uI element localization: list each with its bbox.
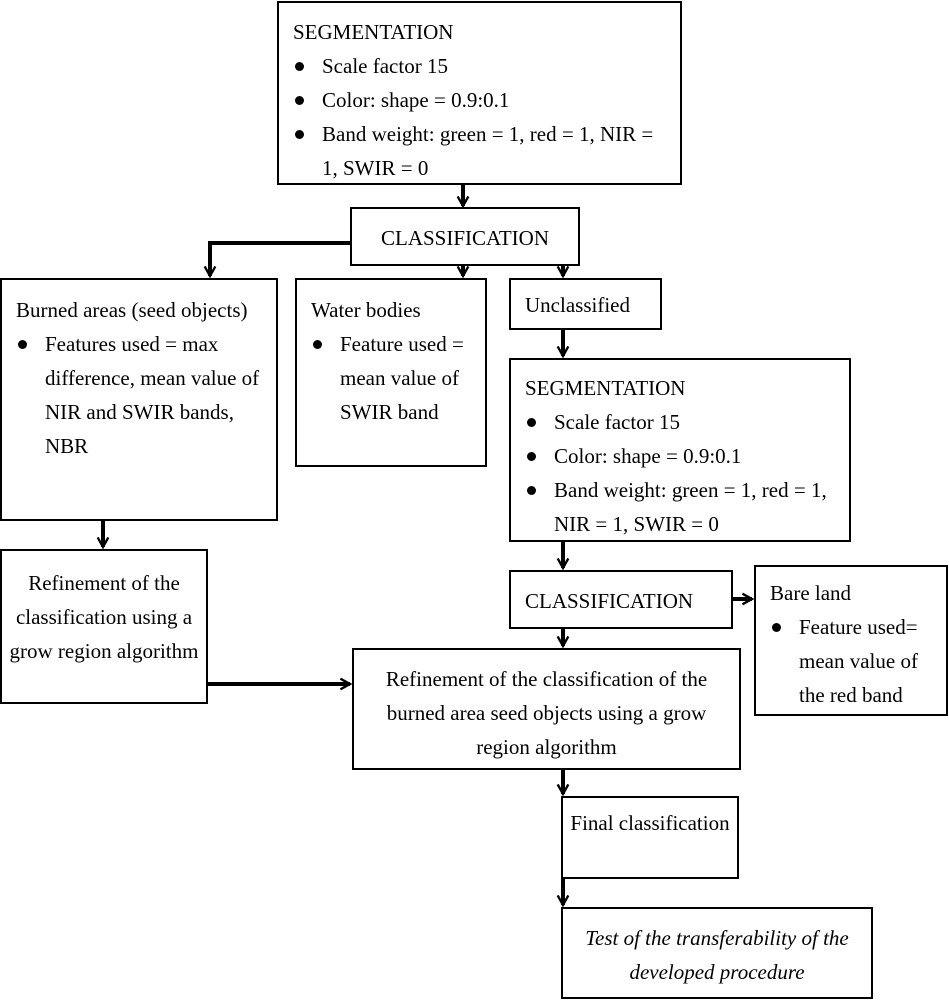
arrow-classification-to-burned-areas <box>210 241 350 276</box>
segmentation-parameter-list: Scale factor 15 Color: shape = 0.9:0.1 B… <box>293 49 668 185</box>
list-item: Scale factor 15 <box>525 405 841 439</box>
final-classification-box: Final classification <box>561 796 739 879</box>
list-item: Features used = max difference, mean val… <box>16 327 266 463</box>
classification-box-1: CLASSIFICATION <box>350 207 580 266</box>
bare-land-box: Bare land Feature used= mean value of th… <box>754 565 948 716</box>
segmentation-parameter-list: Scale factor 15 Color: shape = 0.9:0.1 B… <box>525 405 841 541</box>
water-bodies-box: Water bodies Feature used = mean value o… <box>295 278 487 467</box>
classification-label: CLASSIFICATION <box>380 226 550 250</box>
transferability-test-box: Test of the transferability of the devel… <box>561 907 873 999</box>
water-bodies-title: Water bodies <box>311 298 421 322</box>
burned-areas-feature-list: Features used = max difference, mean val… <box>16 327 266 463</box>
segmentation-title: SEGMENTATION <box>293 20 454 44</box>
classification-box-2: CLASSIFICATION <box>509 570 733 629</box>
bare-land-feature-list: Feature used= mean value of the red band <box>770 610 938 712</box>
refinement-seed-objects-label: Refinement of the classification of the … <box>385 667 708 759</box>
bare-land-title: Bare land <box>770 581 852 605</box>
unclassified-label: Unclassified <box>525 293 630 317</box>
list-item: Band weight: green = 1, red = 1, NIR = 1… <box>525 473 841 541</box>
classification-label: CLASSIFICATION <box>525 589 694 613</box>
segmentation-box-1: SEGMENTATION Scale factor 15 Color: shap… <box>277 1 682 185</box>
list-item: Color: shape = 0.9:0.1 <box>525 439 841 473</box>
segmentation-box-2: SEGMENTATION Scale factor 15 Color: shap… <box>509 358 851 542</box>
unclassified-box: Unclassified <box>509 278 662 330</box>
refinement-seed-objects-box: Refinement of the classification of the … <box>352 648 741 770</box>
segmentation-title: SEGMENTATION <box>525 376 686 400</box>
list-item: Scale factor 15 <box>293 49 668 83</box>
water-bodies-feature-list: Feature used = mean value of SWIR band <box>311 327 477 429</box>
list-item: Feature used= mean value of the red band <box>770 610 938 712</box>
transferability-test-label: Test of the transferability of the devel… <box>585 926 849 984</box>
final-classification-label: Final classification <box>570 811 730 835</box>
list-item: Feature used = mean value of SWIR band <box>311 327 477 429</box>
list-item: Color: shape = 0.9:0.1 <box>293 83 668 117</box>
list-item: Band weight: green = 1, red = 1, NIR = 1… <box>293 117 668 185</box>
burned-areas-title: Burned areas (seed objects) <box>16 298 248 322</box>
burned-areas-box: Burned areas (seed objects) Features use… <box>0 278 278 521</box>
refinement-box: Refinement of the classification using a… <box>0 549 208 704</box>
refinement-label: Refinement of the classification using a… <box>9 571 199 663</box>
